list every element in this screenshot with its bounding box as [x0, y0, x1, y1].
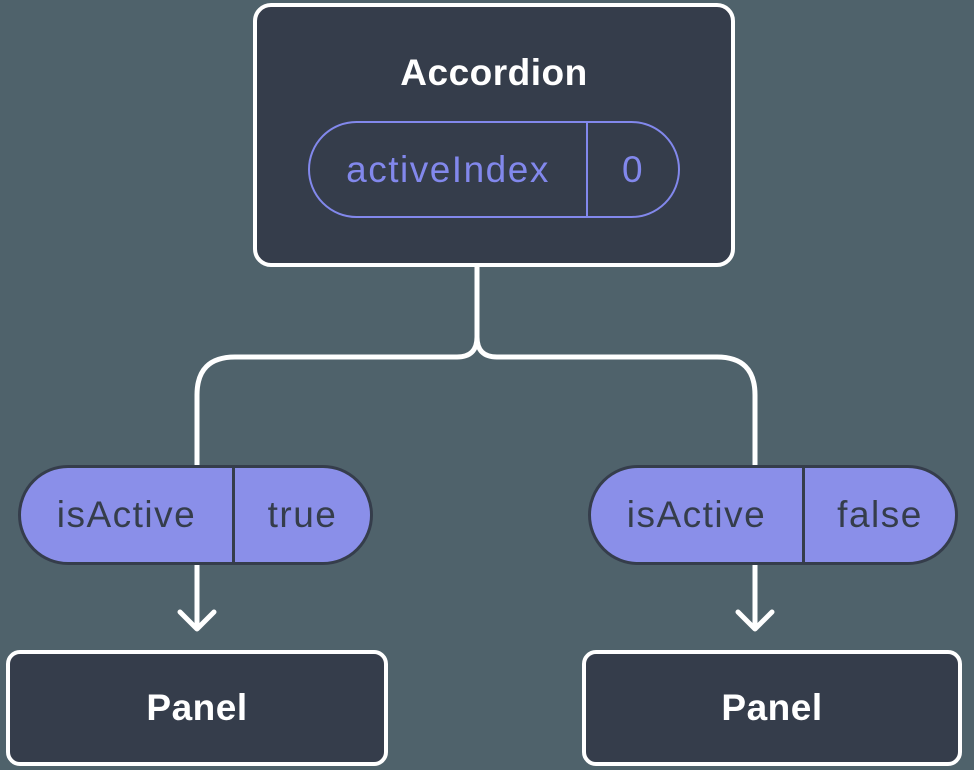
accordion-node: Accordion activeIndex 0	[253, 3, 735, 267]
pill-divider	[802, 468, 805, 562]
branch-left-line	[194, 259, 480, 470]
accordion-title: Accordion	[400, 52, 588, 93]
isactive-label: isActive	[626, 494, 767, 535]
branch-right-line	[474, 259, 758, 470]
activeindex-value: 0	[621, 148, 645, 190]
panel-node-right: Panel	[582, 650, 962, 766]
right-arrowhead-icon	[735, 609, 775, 632]
isactive-value-false: false	[837, 494, 923, 535]
isactive-value-true: true	[267, 494, 338, 535]
pill-divider	[232, 468, 235, 562]
activeindex-label: activeIndex	[346, 148, 550, 190]
isactive-label: isActive	[56, 494, 197, 535]
activeindex-pill: activeIndex 0	[308, 121, 680, 218]
left-arrowhead-icon	[177, 609, 217, 632]
isactive-pill-right: isActive false	[588, 465, 958, 565]
isactive-pill-left: isActive true	[18, 465, 373, 565]
panel-node-left: Panel	[6, 650, 388, 766]
panel-title: Panel	[721, 687, 823, 728]
pill-divider	[586, 123, 588, 216]
panel-title: Panel	[146, 687, 248, 728]
